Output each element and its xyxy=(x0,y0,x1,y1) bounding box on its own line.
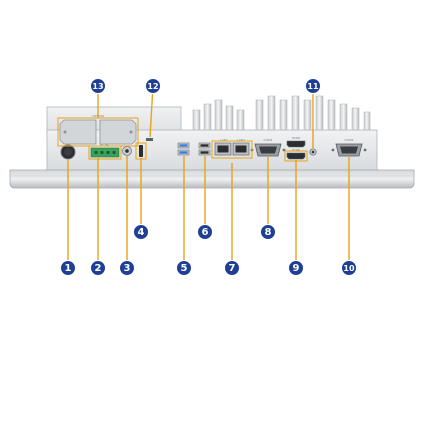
svg-text:COM1: COM1 xyxy=(264,138,273,142)
callout-number-10: 10 xyxy=(343,264,355,273)
callout-11: 11 xyxy=(305,78,321,94)
callout-number-13: 13 xyxy=(92,82,103,91)
lan-ports: LAN1 LAN2 xyxy=(214,138,250,156)
reset-switch xyxy=(139,145,143,157)
svg-text:COM2: COM2 xyxy=(345,138,354,142)
svg-text:DC IN: DC IN xyxy=(100,143,109,147)
com-port-right: COM2 xyxy=(331,138,367,157)
leader-line-12 xyxy=(149,85,154,138)
callout-number-3: 3 xyxy=(124,263,131,274)
heatsink-fins xyxy=(192,95,371,133)
callout-number-11: 11 xyxy=(307,82,319,91)
callout-4: 4 xyxy=(133,224,149,240)
com-port-left: COM1 xyxy=(250,138,286,157)
callout-number-4: 4 xyxy=(138,227,145,238)
small-switch-slot xyxy=(146,138,153,141)
bracket-expansion xyxy=(57,117,139,147)
callout-3: 3 xyxy=(119,260,135,276)
callout-12: 12 xyxy=(145,78,161,94)
callout-circle-6 xyxy=(197,224,213,240)
callout-circle-3 xyxy=(119,260,135,276)
bracket-reset xyxy=(135,142,147,160)
callout-number-12: 12 xyxy=(147,82,158,91)
callout-circle-4 xyxy=(133,224,149,240)
callout-8: 8 xyxy=(260,224,276,240)
callout-circle-5 xyxy=(176,260,192,276)
front-bezel xyxy=(9,169,415,189)
callout-circle-13 xyxy=(90,78,106,94)
callout-number-1: 1 xyxy=(65,263,72,274)
callout-number-5: 5 xyxy=(181,263,188,274)
audio-jack xyxy=(309,148,317,156)
callout-circle-11 xyxy=(305,78,321,94)
svg-text:LAN1: LAN1 xyxy=(220,138,228,142)
callout-circle-7 xyxy=(224,260,240,276)
callout-6: 6 xyxy=(197,224,213,240)
callout-circle-2 xyxy=(90,260,106,276)
usb2-ports xyxy=(198,142,211,156)
power-button xyxy=(60,144,76,160)
callout-5: 5 xyxy=(176,260,192,276)
callout-circle-12 xyxy=(145,78,161,94)
callout-13: 13 xyxy=(90,78,106,94)
callout-circle-8 xyxy=(260,224,276,240)
svg-text:HDMI: HDMI xyxy=(292,136,300,140)
callout-2: 2 xyxy=(90,260,106,276)
dc-terminal-block: DC IN xyxy=(90,143,120,158)
svg-text:LAN2: LAN2 xyxy=(237,138,245,142)
callout-7: 7 xyxy=(224,260,240,276)
svg-text:HDMI: HDMI xyxy=(292,148,300,152)
leader-lines xyxy=(67,85,350,268)
usb3-ports xyxy=(177,142,190,156)
bracket-lan xyxy=(211,140,253,159)
hdmi-ports: HDMI HDMI xyxy=(286,136,306,160)
callout-10: 10 xyxy=(341,260,357,276)
callout-9: 9 xyxy=(288,260,304,276)
dc-jack xyxy=(122,146,132,156)
callout-circle-10 xyxy=(341,260,357,276)
callout-number-9: 9 xyxy=(293,263,300,274)
callout-circle-1 xyxy=(60,260,76,276)
callout-number-8: 8 xyxy=(265,227,272,238)
bracket-hdmi xyxy=(284,150,308,162)
callout-number-7: 7 xyxy=(229,263,236,274)
callout-number-6: 6 xyxy=(202,227,209,238)
highlight-brackets xyxy=(57,117,308,162)
callout-circle-9 xyxy=(288,260,304,276)
callout-number-2: 2 xyxy=(95,263,102,274)
callout-1: 1 xyxy=(60,260,76,276)
